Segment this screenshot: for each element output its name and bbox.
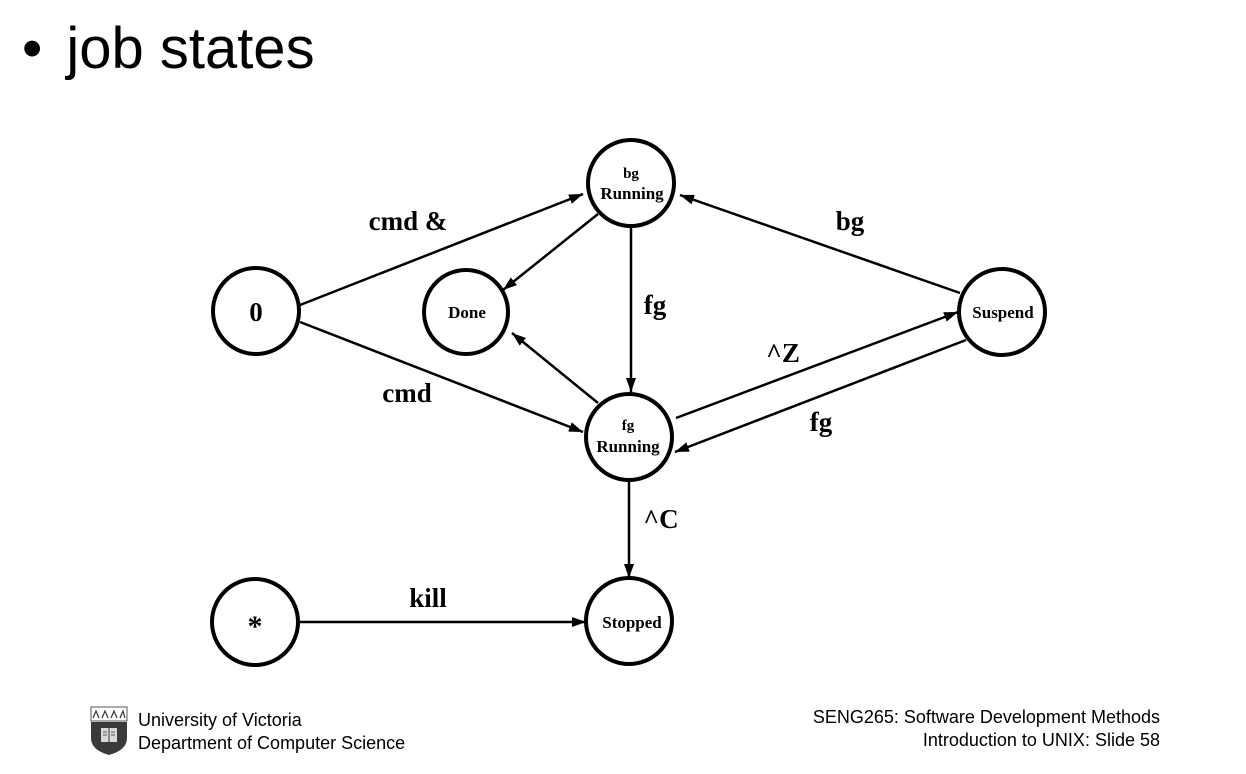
footer-institution: University of Victoria Department of Com… xyxy=(90,706,450,758)
bullet-point: • xyxy=(22,16,43,81)
edge-suspend-to-bg xyxy=(679,193,961,295)
node-bg-running-label-top: bg xyxy=(623,166,639,182)
slide-title: •job states xyxy=(22,20,315,78)
footer-course: SENG265: Software Development Methods xyxy=(812,707,1160,727)
edge-label-fg-back: fg xyxy=(810,407,833,437)
node-bg-running xyxy=(586,138,676,228)
node-star-label: * xyxy=(248,610,263,643)
edge-suspend-to-fg xyxy=(674,338,967,454)
slide-title-text: job states xyxy=(66,16,315,81)
edge-label-cmd: cmd xyxy=(382,378,432,408)
node-star xyxy=(210,577,300,667)
footer-university: University of Victoria xyxy=(138,710,302,730)
node-zero-label: 0 xyxy=(249,297,263,327)
edge-label-kill: kill xyxy=(409,583,447,613)
node-fg-running-label-top: fg xyxy=(622,418,635,434)
edge-cmd xyxy=(299,320,584,434)
edge-label-ctrl-c: ^C xyxy=(643,504,678,534)
edge-label-cmd-amp: cmd & xyxy=(369,206,448,236)
node-done xyxy=(422,268,510,356)
edge-label-ctrl-z: ^Z xyxy=(766,338,800,368)
node-zero xyxy=(211,266,301,356)
node-fg-running xyxy=(584,392,674,482)
node-stopped xyxy=(584,576,674,666)
edge-bg-to-done xyxy=(502,213,599,291)
footer-course-info: SENG265: Software Development Methods In… xyxy=(813,706,1160,752)
university-crest-icon xyxy=(90,706,128,755)
edge-fg-to-suspend xyxy=(675,310,959,420)
node-suspend-label: Suspend xyxy=(972,303,1034,322)
node-bg-running-label-bottom: Running xyxy=(600,184,664,203)
edge-label-fg-down: fg xyxy=(644,290,667,320)
edge-label-bg-back: bg xyxy=(836,206,865,236)
node-done-label: Done xyxy=(448,303,486,322)
edge-fg-to-done xyxy=(511,332,599,404)
node-fg-running-label-bottom: Running xyxy=(596,437,660,456)
node-suspend xyxy=(957,267,1047,357)
node-stopped-label: Stopped xyxy=(602,613,662,632)
edge-cmd-amp xyxy=(299,192,584,307)
footer-slide-number: Introduction to UNIX: Slide 58 xyxy=(922,730,1160,750)
job-state-diagram: 0 Done bg Running fg Running Suspend * S… xyxy=(210,138,1047,667)
footer-department: Department of Computer Science xyxy=(138,733,406,753)
